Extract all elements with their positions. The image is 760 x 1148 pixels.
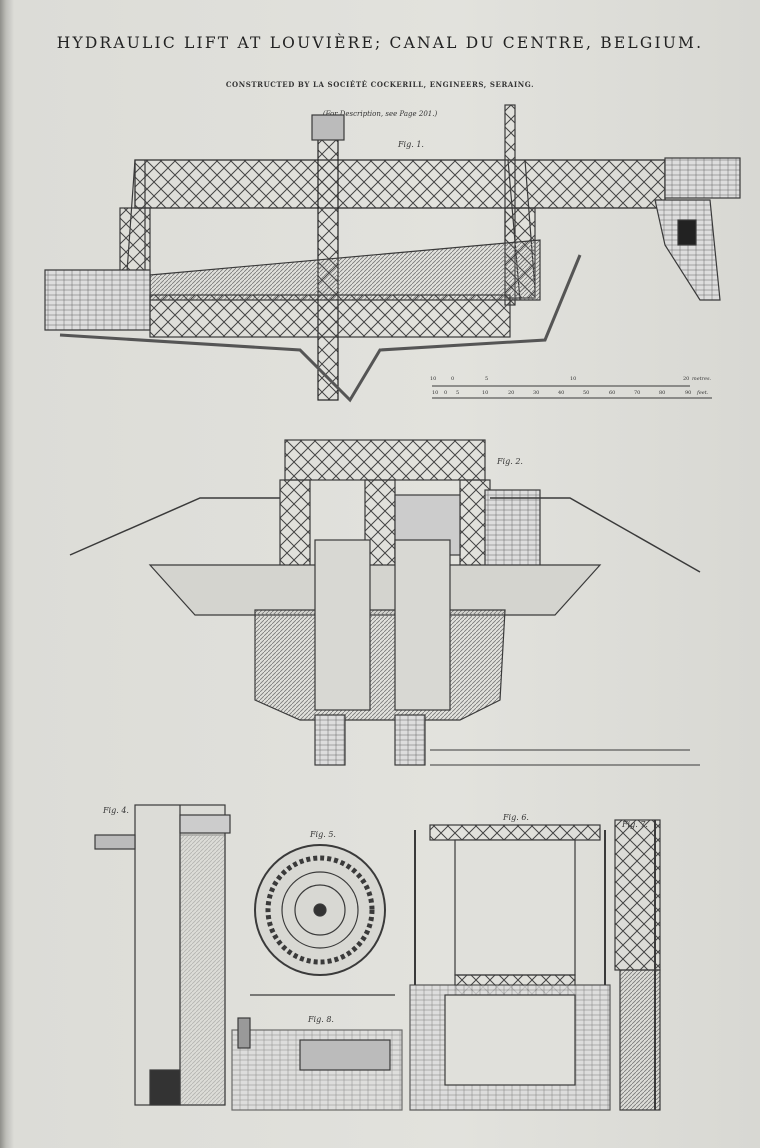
page-title: HYDRAULIC LIFT AT LOUVIÈRE; CANAL DU CEN… [56, 34, 704, 52]
fig1-scale-bars [432, 385, 712, 399]
fig7-tower-detail [614, 819, 661, 1111]
tick: 80 [659, 390, 666, 396]
fig1-label: Fig. 1. [398, 140, 424, 149]
fig4-label: Fig. 4. [103, 806, 129, 815]
tick: 10 [570, 376, 577, 382]
fig6-label: Fig. 6. [503, 813, 529, 822]
tick: 20 [508, 390, 515, 396]
fig1-elevation [44, 104, 741, 403]
tick: 0 [451, 376, 455, 382]
metres-scale: 10 0 5 10 20 metres. [430, 376, 720, 386]
tick: 40 [558, 390, 565, 396]
fig5-plan-circle [250, 844, 395, 996]
tick: 30 [533, 390, 540, 396]
fig2-label: Fig. 2. [497, 457, 523, 466]
fig6-cage [409, 824, 611, 1111]
tick: 10 [432, 390, 439, 396]
fig8-detail [231, 1017, 403, 1111]
unit: metres. [692, 376, 712, 382]
tick: 70 [634, 390, 641, 396]
tick: 50 [583, 390, 590, 396]
tick: 10 [482, 390, 489, 396]
tick: 90 [685, 390, 692, 396]
unit: feet. [697, 390, 709, 396]
tick: 60 [609, 390, 616, 396]
tick: 0 [444, 390, 448, 396]
fig5-label: Fig. 5. [310, 830, 336, 839]
feet-scale: 10 0 5 10 20 30 40 50 60 70 80 90 feet. [432, 390, 732, 400]
fig8-label: Fig. 8. [308, 1015, 334, 1024]
description-note: (For Description, see Page 201.) [322, 110, 438, 118]
fig2-scale-bars [430, 749, 700, 766]
tick: 5 [456, 390, 460, 396]
fig2-cross-section [69, 439, 701, 766]
tick: 10 [430, 376, 437, 382]
fig7-label: Fig. 7. [622, 820, 648, 829]
tick: 20 [683, 376, 690, 382]
fig4-cylinder [94, 804, 231, 1106]
page-subtitle: CONSTRUCTED BY LA SOCIÉTÉ COCKERILL, ENG… [225, 80, 535, 89]
tick: 5 [485, 376, 489, 382]
